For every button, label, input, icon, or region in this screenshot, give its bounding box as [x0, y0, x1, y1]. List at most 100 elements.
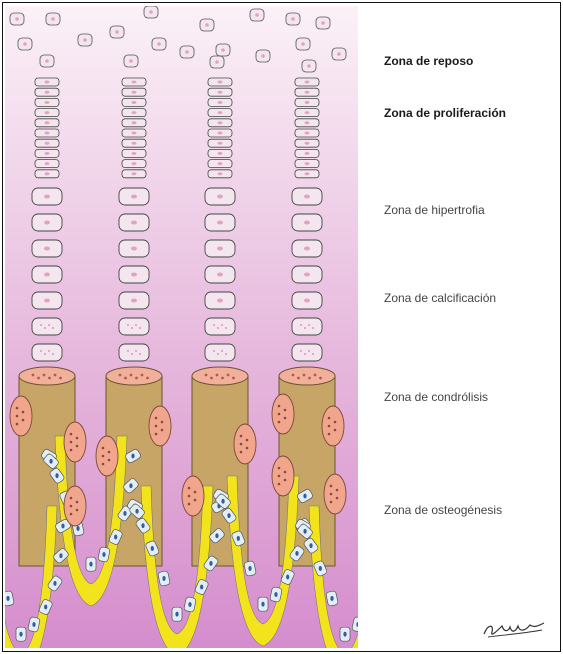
proliferating-chondrocyte [208, 149, 232, 157]
chondrocyte-column [119, 78, 149, 361]
proliferating-chondrocyte [35, 160, 59, 168]
resting-chondrocyte [78, 34, 92, 46]
hypertrophic-chondrocyte [292, 318, 322, 335]
hypertrophic-chondrocyte [32, 240, 62, 257]
proliferating-chondrocyte [208, 139, 232, 147]
hypertrophic-chondrocyte [32, 266, 62, 283]
hypertrophic-chondrocyte [205, 318, 235, 335]
trabecula-top [106, 367, 162, 385]
chondrocyte-column [205, 78, 235, 361]
artist-signature-icon [480, 616, 550, 642]
zone-label-osteogenesis: Zona de osteogénesis [384, 503, 502, 517]
proliferating-chondrocyte [208, 160, 232, 168]
chondrocyte-column [32, 78, 62, 361]
resting-chondrocyte [144, 6, 158, 18]
hypertrophic-chondrocyte [119, 318, 149, 335]
hypertrophic-chondrocyte [205, 344, 235, 361]
hypertrophic-chondrocyte [119, 266, 149, 283]
proliferating-chondrocyte [122, 149, 146, 157]
proliferating-chondrocyte [295, 129, 319, 137]
hypertrophic-chondrocyte [205, 188, 235, 205]
proliferating-chondrocyte [122, 170, 146, 178]
resting-chondrocyte [286, 13, 300, 25]
proliferating-chondrocyte [122, 119, 146, 127]
resting-chondrocyte [46, 13, 60, 25]
growth-plate-illustration [5, 6, 358, 648]
resting-chondrocyte [216, 44, 230, 56]
proliferating-chondrocyte [295, 78, 319, 86]
resting-chondrocyte [256, 50, 270, 62]
osteoclast [182, 476, 204, 516]
resting-chondrocyte [110, 26, 124, 38]
hypertrophic-chondrocyte [32, 318, 62, 335]
hypertrophic-chondrocyte [292, 292, 322, 309]
proliferating-chondrocyte [208, 78, 232, 86]
proliferating-chondrocyte [122, 78, 146, 86]
osteoclast [324, 474, 346, 514]
proliferating-chondrocyte [208, 170, 232, 178]
zone-label-reposo: Zona de reposo [384, 54, 473, 68]
resting-chondrocyte [18, 38, 32, 50]
hypertrophic-chondrocyte [32, 188, 62, 205]
trabecula-top [279, 367, 335, 385]
proliferating-chondrocyte [208, 119, 232, 127]
hypertrophic-chondrocyte [205, 266, 235, 283]
hypertrophic-chondrocyte [119, 214, 149, 231]
proliferating-chondrocyte [122, 88, 146, 96]
proliferating-chondrocyte [122, 129, 146, 137]
proliferating-chondrocyte [208, 109, 232, 117]
proliferating-chondrocyte [295, 170, 319, 178]
osteoblast [340, 627, 350, 641]
osteoclast [272, 456, 294, 496]
hypertrophic-chondrocyte [32, 214, 62, 231]
resting-chondrocyte [10, 13, 24, 25]
resting-chondrocyte [152, 38, 166, 50]
hypertrophic-chondrocyte [119, 240, 149, 257]
zone-label-calcificacion: Zona de calcificación [384, 291, 496, 305]
proliferating-chondrocyte [295, 109, 319, 117]
proliferating-chondrocyte [295, 119, 319, 127]
proliferating-chondrocyte [35, 149, 59, 157]
hypertrophic-chondrocyte [292, 344, 322, 361]
proliferating-chondrocyte [295, 139, 319, 147]
resting-chondrocyte [296, 38, 310, 50]
proliferating-chondrocyte [295, 98, 319, 106]
proliferating-chondrocyte [208, 98, 232, 106]
trabecula-top [19, 367, 75, 385]
osteoclast [272, 394, 294, 434]
hypertrophic-chondrocyte [292, 188, 322, 205]
hypertrophic-chondrocyte [32, 344, 62, 361]
zone-label-hipertrofia: Zona de hipertrofia [384, 203, 485, 217]
hypertrophic-chondrocyte [205, 240, 235, 257]
osteoclast [322, 406, 344, 446]
proliferating-chondrocyte [208, 88, 232, 96]
osteoblast [16, 627, 26, 641]
proliferating-chondrocyte [295, 88, 319, 96]
resting-chondrocyte [210, 56, 224, 68]
proliferating-chondrocyte [295, 149, 319, 157]
proliferating-chondrocyte [35, 119, 59, 127]
proliferating-chondrocyte [208, 129, 232, 137]
zone-label-proliferacion: Zona de proliferación [384, 106, 506, 120]
hypertrophic-chondrocyte [32, 292, 62, 309]
osteoclast [64, 422, 86, 462]
proliferating-chondrocyte [35, 170, 59, 178]
proliferating-chondrocyte [35, 98, 59, 106]
osteoblast [86, 557, 96, 571]
proliferating-chondrocyte [35, 129, 59, 137]
osteoclast [10, 396, 32, 436]
resting-chondrocyte [40, 55, 54, 67]
hypertrophic-chondrocyte [119, 292, 149, 309]
hypertrophic-chondrocyte [292, 266, 322, 283]
resting-chondrocyte [250, 9, 264, 21]
resting-chondrocyte [180, 46, 194, 58]
zone-label-condrolisis: Zona de condrólisis [384, 390, 488, 404]
osteoclast [64, 486, 86, 526]
osteoblast [258, 597, 268, 611]
proliferating-chondrocyte [122, 160, 146, 168]
proliferating-chondrocyte [122, 98, 146, 106]
proliferating-chondrocyte [35, 139, 59, 147]
resting-chondrocyte [200, 19, 214, 31]
proliferating-chondrocyte [35, 78, 59, 86]
hypertrophic-chondrocyte [119, 188, 149, 205]
